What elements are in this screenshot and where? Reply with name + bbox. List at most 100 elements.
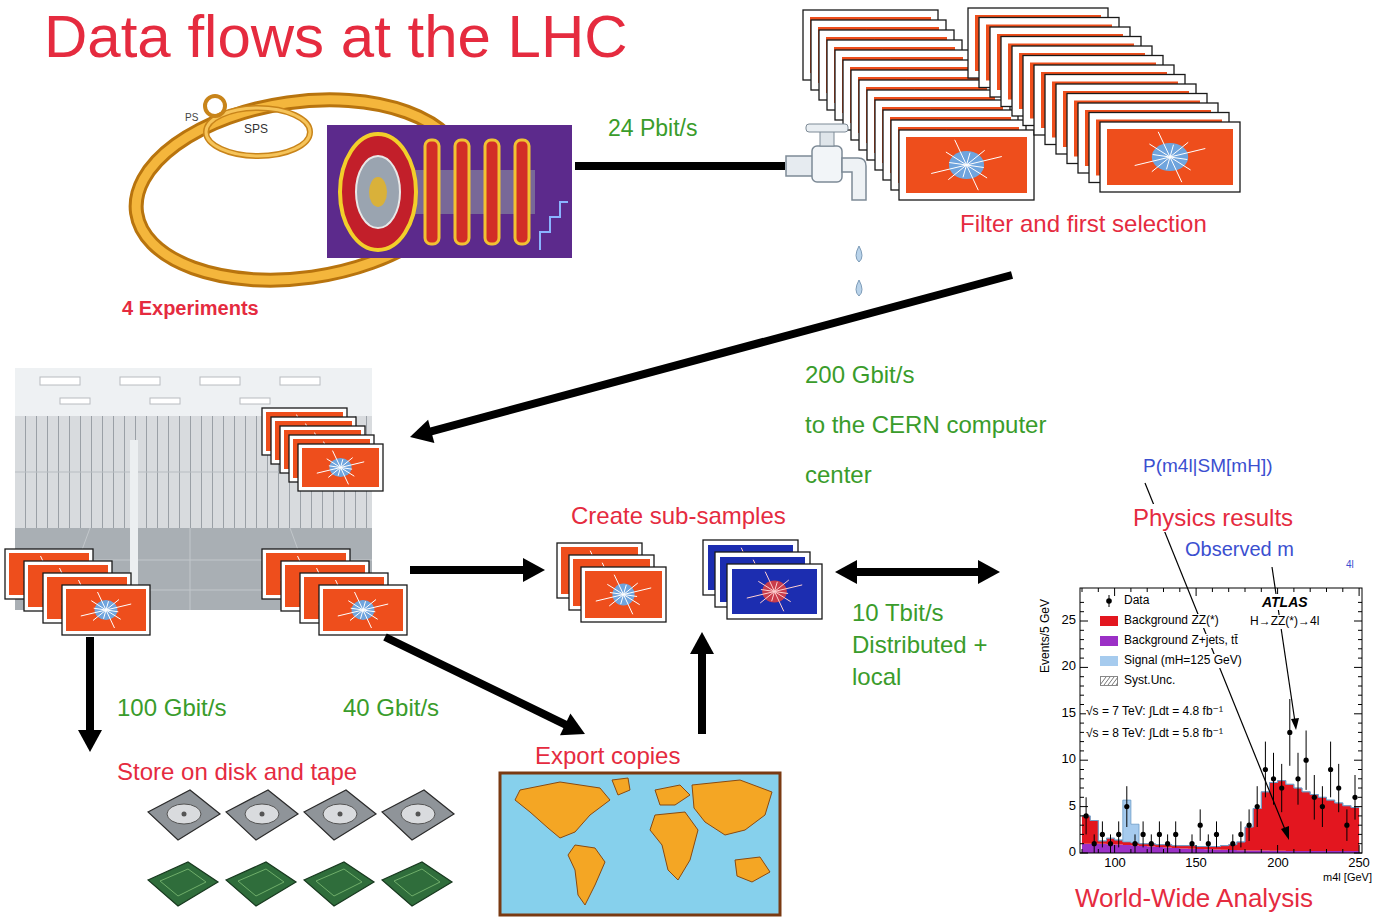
- axis-tick: [1080, 806, 1088, 807]
- rate-label: 24 Pbit/s: [608, 115, 698, 141]
- flow-line: [429, 275, 1012, 432]
- axis-tick: [1080, 825, 1084, 826]
- plot-frame: [1080, 588, 1362, 853]
- axis-tick: [1359, 845, 1360, 853]
- axis-tick: [1358, 676, 1362, 677]
- axis-tick: [1358, 843, 1362, 844]
- data-point: [1157, 832, 1162, 837]
- ceiling-light: [40, 377, 80, 385]
- card-face: [906, 137, 1027, 193]
- axis-tick: [1080, 769, 1084, 770]
- legend-text: Background Z+jets, tt̄: [1124, 634, 1238, 648]
- data-point: [1255, 804, 1260, 809]
- tap-icon: [786, 124, 866, 296]
- map-frame: [500, 773, 780, 915]
- axis-tick: [1080, 843, 1084, 844]
- tick-label: 250: [1348, 856, 1370, 871]
- flow-line: [86, 637, 94, 732]
- memory-chip: [226, 862, 296, 906]
- data-point: [1214, 832, 1219, 837]
- card-face: [302, 448, 379, 487]
- slide-title: Data flows at the LHC: [44, 2, 628, 71]
- axis-tick: [1358, 695, 1362, 696]
- experiment-tag: ATLAS: [1262, 594, 1308, 610]
- data-point: [1132, 841, 1137, 846]
- legend-text: Syst.Unc.: [1124, 674, 1175, 688]
- flow-arrow: [410, 558, 545, 582]
- annotation-subscript: 4l: [1346, 559, 1354, 571]
- disk-hub: [182, 812, 187, 817]
- event-track: [614, 575, 623, 595]
- axis-tick: [1179, 588, 1180, 592]
- ceiling-light: [280, 377, 320, 385]
- axis-tick: [1163, 849, 1164, 853]
- detector-ground: [327, 125, 572, 258]
- axis-tick: [1080, 760, 1088, 761]
- axis-tick: [1212, 588, 1213, 592]
- event-track: [967, 165, 979, 190]
- card-frame: [62, 585, 150, 635]
- chip-die: [238, 869, 284, 896]
- ceiling-light: [150, 398, 180, 404]
- data-point: [1344, 823, 1349, 828]
- axis-tick: [1358, 834, 1362, 835]
- chip-die: [316, 869, 362, 896]
- group-caption: World-Wide Analysis: [1075, 884, 1313, 914]
- group-heading: Create sub-samples: [571, 502, 786, 530]
- data-point: [1247, 823, 1252, 828]
- legend-swatch: [1100, 674, 1118, 688]
- axis-tick: [1080, 815, 1084, 816]
- chip-die: [394, 869, 440, 896]
- ceiling-light: [200, 377, 240, 385]
- data-point: [1124, 804, 1129, 809]
- annotation: Observed m: [1185, 538, 1294, 561]
- flow-line: [698, 652, 706, 734]
- disk-hub: [260, 812, 265, 817]
- axis-tick: [1358, 750, 1362, 751]
- tick-label: 25: [1062, 613, 1076, 628]
- group-heading: Physics results: [1133, 504, 1293, 532]
- event-track: [341, 462, 365, 468]
- histogram: [1080, 588, 1362, 853]
- event-track: [747, 592, 775, 599]
- event-cards: [5, 8, 1240, 635]
- event-track: [106, 604, 131, 610]
- disk-platter: [245, 804, 279, 824]
- legend-text: Data: [1124, 594, 1149, 608]
- data-point: [1320, 804, 1325, 809]
- ceiling-light: [120, 377, 160, 385]
- event-track: [775, 585, 803, 592]
- flow-line: [855, 568, 980, 576]
- axis-tick: [1080, 778, 1084, 779]
- axis-title: Events/5 GeV: [1039, 599, 1053, 673]
- axis-tick: [1080, 602, 1084, 603]
- event-track: [775, 592, 784, 612]
- data-point: [1304, 758, 1309, 763]
- water-drop: [856, 280, 862, 296]
- continent: [515, 782, 610, 838]
- tap-spout: [842, 158, 866, 200]
- detector-core: [369, 177, 387, 207]
- event-track: [967, 157, 1002, 166]
- tick-label: 15: [1062, 706, 1076, 721]
- axis-tick: [1080, 630, 1084, 631]
- chip-die: [160, 869, 206, 896]
- data-point: [1238, 832, 1243, 837]
- continent: [735, 857, 770, 882]
- group-heading: Store on disk and tape: [117, 758, 357, 786]
- axis-tick: [1359, 588, 1360, 596]
- axis-title: m4l [GeV]: [1323, 871, 1372, 884]
- event-track: [1135, 157, 1170, 166]
- axis-tick: [1310, 588, 1311, 592]
- axis-tick: [1080, 741, 1084, 742]
- event-track: [931, 165, 966, 174]
- axis-tick: [1080, 639, 1084, 640]
- data-point: [1328, 767, 1333, 772]
- axis-tick: [1228, 588, 1229, 592]
- detector-core: [356, 156, 400, 228]
- legend-hatch: [1116, 677, 1118, 685]
- axis-tick: [1358, 769, 1362, 770]
- axis-tick: [1326, 849, 1327, 853]
- arrow-head: [78, 730, 102, 752]
- disk-platter: [401, 804, 435, 824]
